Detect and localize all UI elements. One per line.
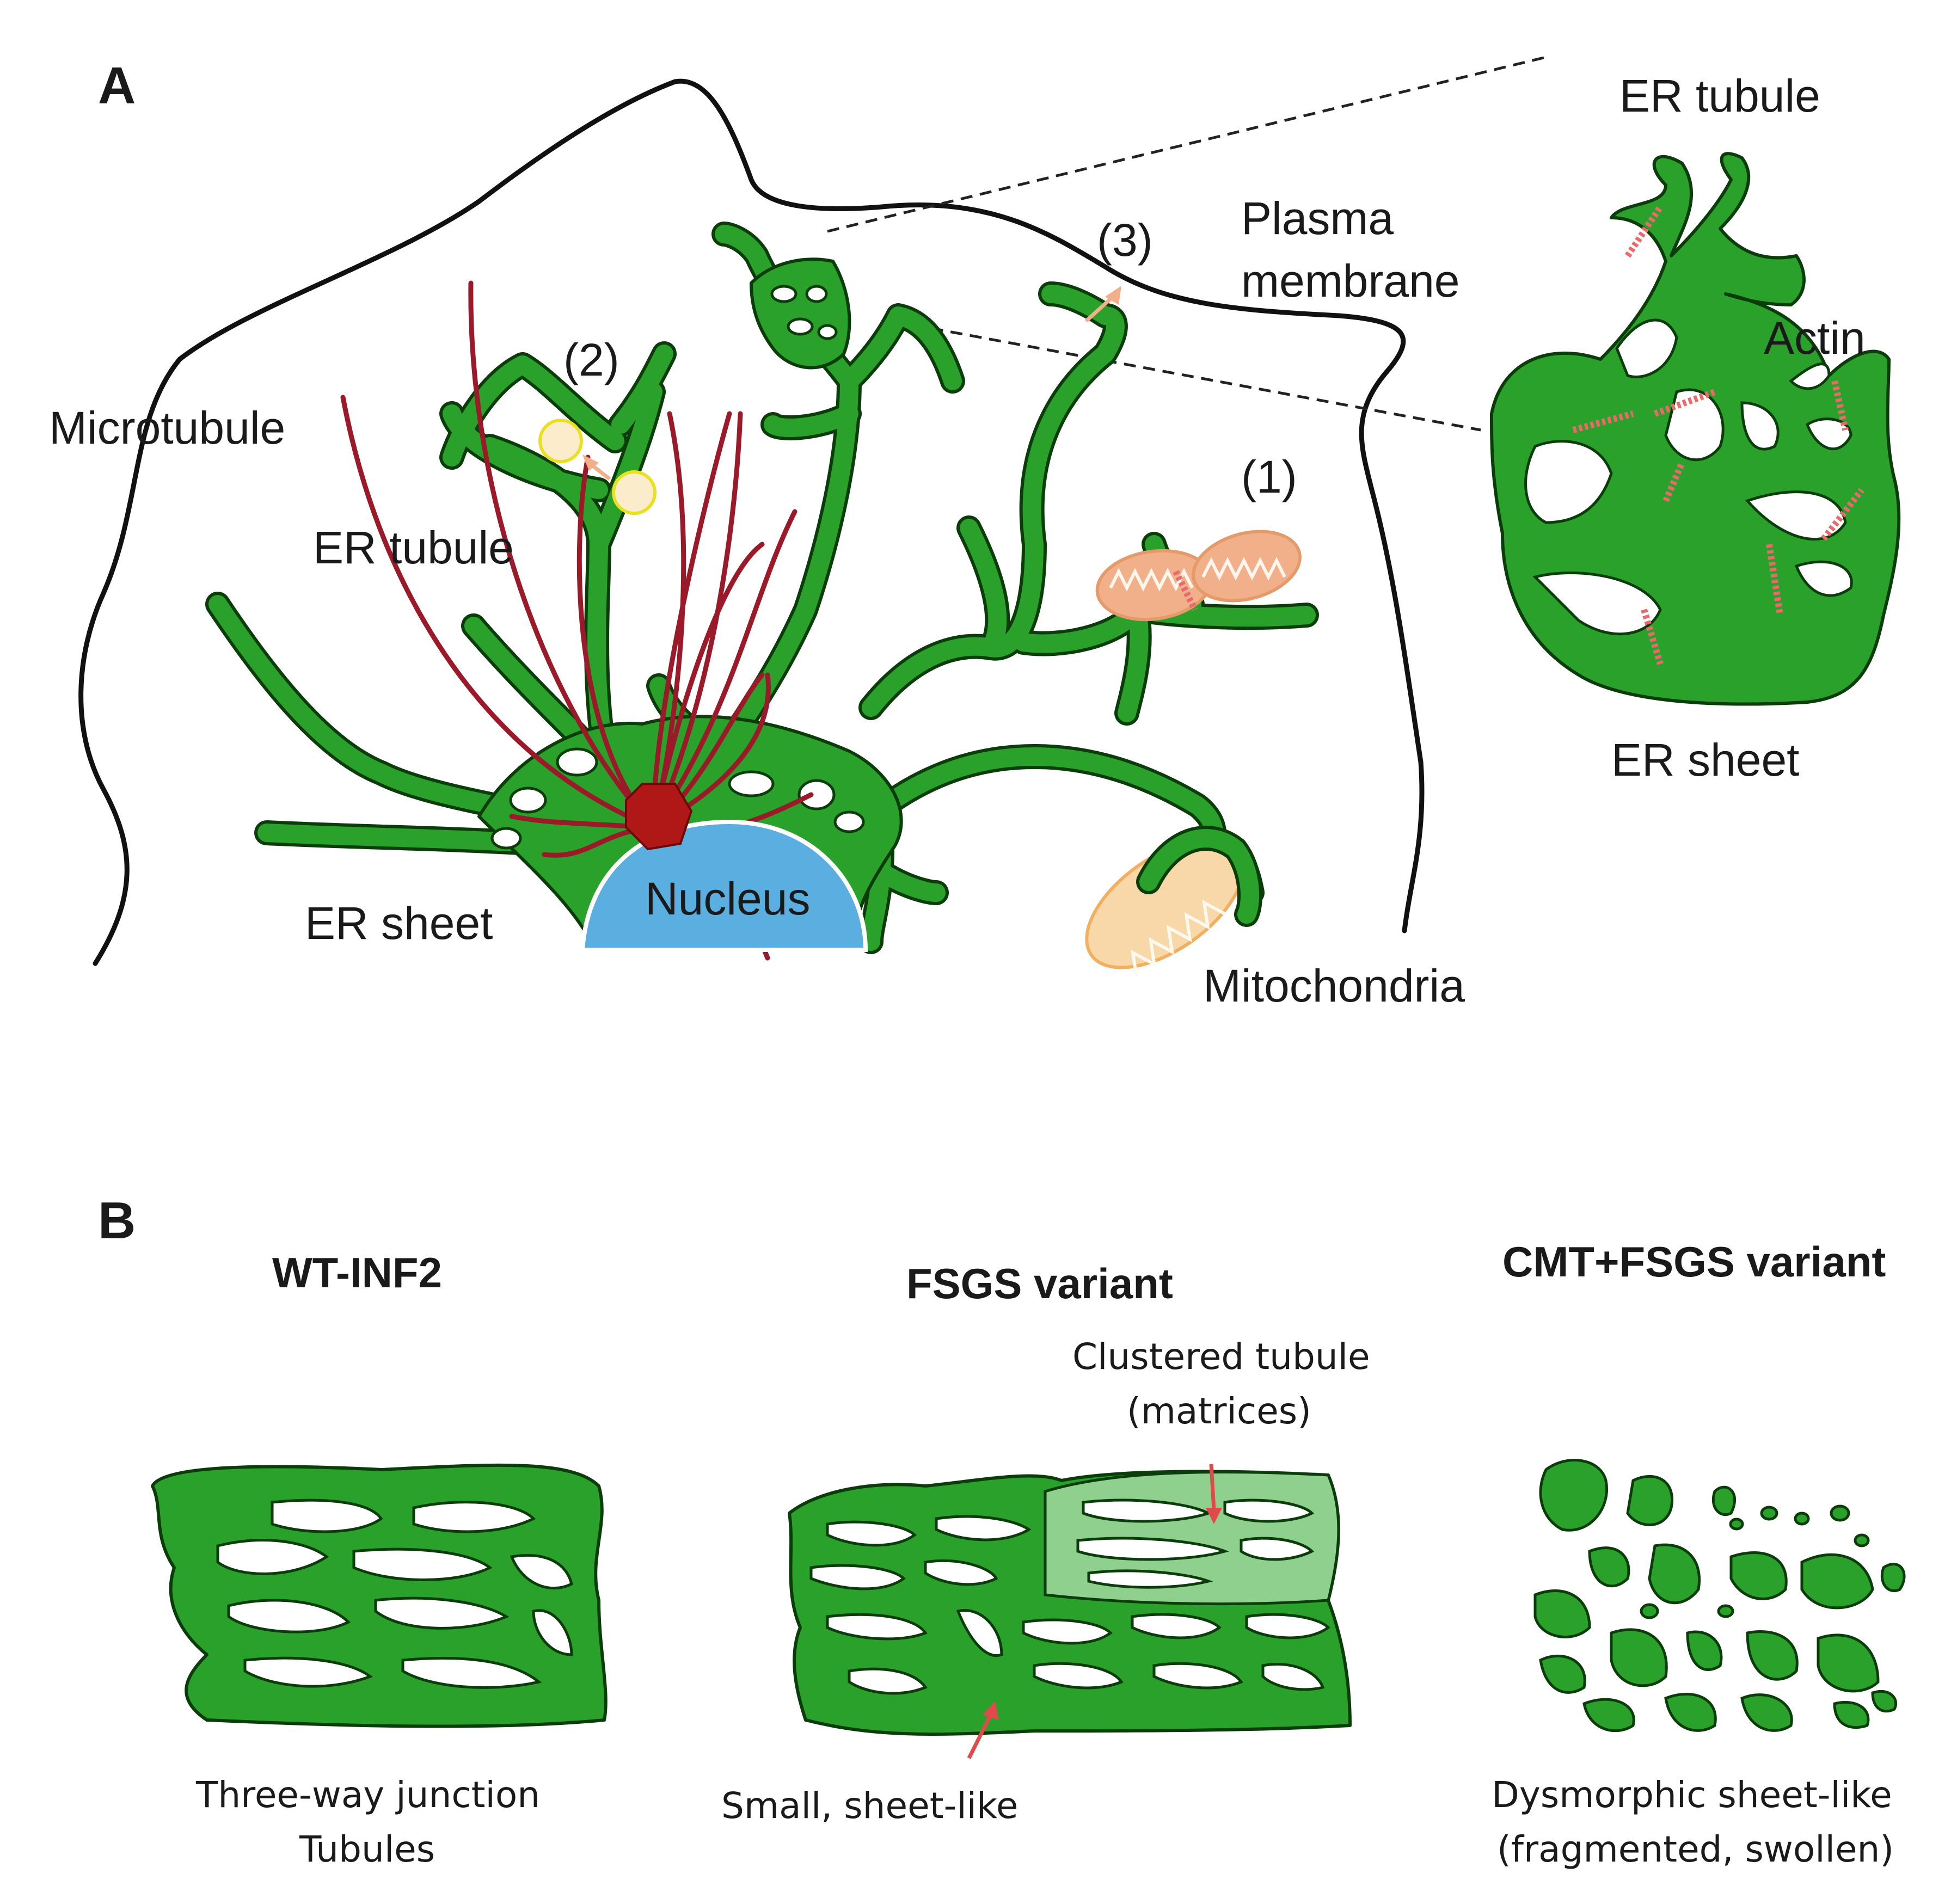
vesicle-1 — [538, 419, 583, 463]
caption-wt-1: Three-way junction — [195, 1774, 540, 1816]
caption-wt-2: Tubules — [299, 1828, 435, 1870]
er-wrap-mito — [1136, 826, 1262, 927]
mtoc — [625, 783, 693, 851]
microtubules — [340, 280, 814, 961]
caption-fsgs-1: Small, sheet-like — [721, 1785, 1019, 1827]
fsgs-arrow-top-head — [1206, 1508, 1222, 1524]
panel-a-label: A — [98, 57, 136, 115]
caption-cmt-1: Dysmorphic sheet-like — [1492, 1774, 1892, 1816]
label-er-sheet: ER sheet — [305, 898, 493, 949]
label-er-sheet-inset: ER sheet — [1611, 734, 1800, 785]
plasma-membrane-outline — [78, 78, 1425, 966]
mitochondrion-2 — [1192, 530, 1302, 603]
er-patch-top — [750, 257, 851, 370]
vesicle-arrow-head — [582, 454, 599, 471]
annotation-fsgs-2: (matrices) — [1127, 1390, 1311, 1432]
title-fsgs: FSGS variant — [906, 1260, 1173, 1307]
label-microtubule: Microtubule — [49, 402, 285, 453]
step3-arrow-head — [1105, 286, 1121, 305]
label-plasma-1: Plasma — [1241, 193, 1394, 244]
annotation-fsgs-1: Clustered tubule — [1072, 1336, 1370, 1378]
zoom-line-top — [827, 56, 1547, 233]
nucleus — [580, 819, 868, 952]
nucleus-label: Nucleus — [645, 873, 810, 924]
mito-actin — [1173, 570, 1198, 611]
label-er-tubule: ER tubule — [313, 522, 514, 573]
title-cmt-fsgs: CMT+FSGS variant — [1502, 1238, 1886, 1286]
fsgs-arrow-top — [1209, 1464, 1216, 1511]
er-inset — [1490, 152, 1901, 706]
label-step2: (2) — [563, 334, 619, 385]
label-er-tubule-inset: ER tubule — [1619, 70, 1820, 121]
fsgs-network — [788, 1470, 1352, 1736]
cmt-fsgs-network — [1533, 1459, 1906, 1733]
wt-network — [151, 1463, 608, 1728]
label-step1: (1) — [1241, 451, 1297, 502]
label-step3: (3) — [1097, 214, 1153, 266]
vesicle-2 — [612, 470, 657, 515]
caption-cmt-2: (fragmented, swollen) — [1497, 1828, 1894, 1870]
zoom-line-bottom — [892, 320, 1481, 432]
label-plasma-2: membrane — [1241, 255, 1460, 306]
label-actin: Actin — [1764, 312, 1866, 364]
title-wt-inf2: WT-INF2 — [272, 1249, 442, 1297]
fsgs-arrow-bottom — [967, 1713, 993, 1759]
label-mitochondria: Mitochondria — [1203, 960, 1465, 1011]
panel-b-label: B — [98, 1191, 136, 1250]
fsgs-arrow-bottom-head — [983, 1701, 999, 1720]
